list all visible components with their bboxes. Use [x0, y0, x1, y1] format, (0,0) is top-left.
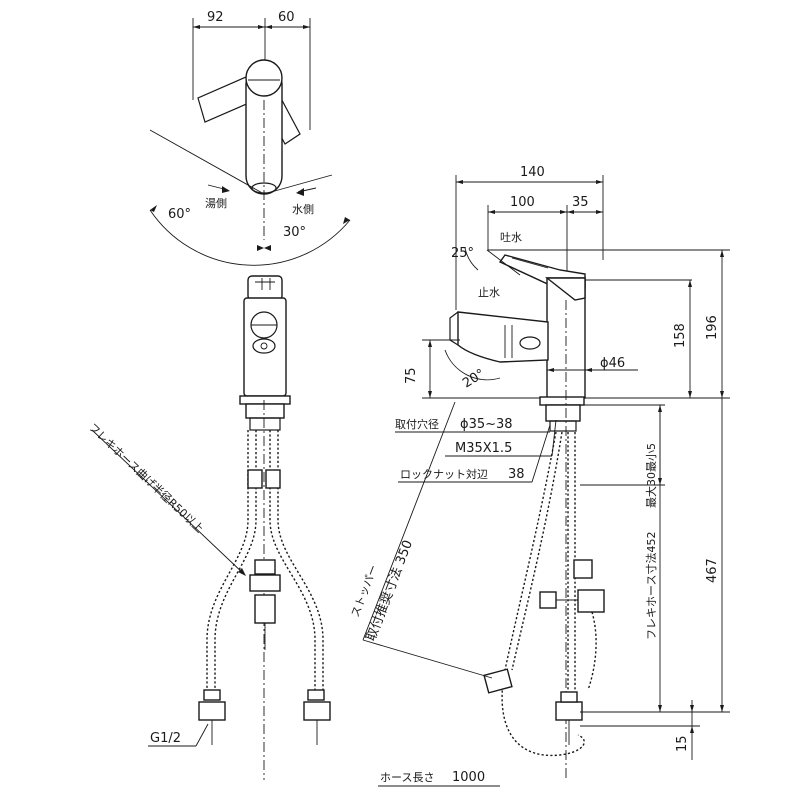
side-view: 140 100 35 25° 吐水 止水	[349, 165, 730, 787]
locknut-value: 38	[508, 467, 525, 482]
dim-15: 15	[675, 735, 690, 752]
hose-length-label: ホース長さ	[380, 771, 434, 784]
diameter-46: ϕ46	[600, 356, 625, 371]
dim-140: 140	[520, 165, 545, 180]
water-stop-label: 止水	[478, 286, 500, 299]
cold-side-label: 水側	[292, 203, 314, 216]
hot-side-label: 湯側	[205, 197, 227, 210]
angle-60: 60°	[168, 207, 191, 222]
dim-196: 196	[705, 315, 720, 340]
dim-35: 35	[572, 195, 589, 210]
spout-angle-25: 25°	[451, 246, 474, 261]
top-dim-92: 92	[207, 10, 224, 25]
water-out-label: 吐水	[500, 231, 522, 244]
max-thickness: 最大30最小5	[644, 443, 658, 508]
hose-length-value: 1000	[452, 770, 485, 785]
flex-hose-bend-note: フレキホース曲げ半径R50以上	[86, 420, 207, 536]
dim-75: 75	[404, 367, 419, 384]
flex-hose-length: フレキホース寸法452	[644, 532, 658, 640]
dim-158: 158	[673, 323, 688, 348]
locknut-label: ロックナット対辺	[400, 467, 488, 481]
hole-label: 取付穴径	[395, 417, 439, 431]
front-thread-label: G1/2	[150, 731, 181, 746]
thread-m35: M35X1.5	[455, 441, 512, 456]
head-angle-20: 20°	[460, 366, 487, 391]
angle-30: 30°	[283, 225, 306, 240]
front-view: フレキホース曲げ半径R50以上 G1/2	[86, 275, 331, 780]
dim-467: 467	[705, 558, 720, 583]
hole-value: ϕ35~38	[460, 417, 513, 432]
dim-100: 100	[510, 195, 535, 210]
top-view: 92 60 湯側 水側 60° 30°	[149, 10, 351, 266]
top-dim-60: 60	[278, 10, 295, 25]
